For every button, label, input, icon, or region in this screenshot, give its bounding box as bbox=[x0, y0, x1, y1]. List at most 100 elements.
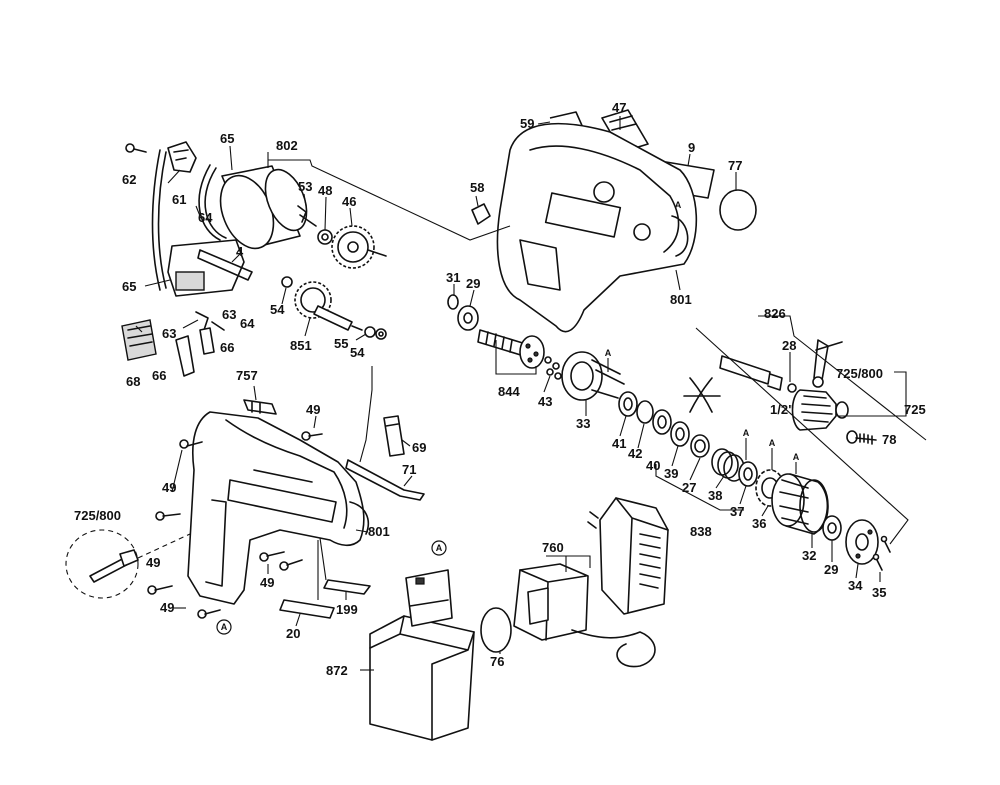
label-826: 826 bbox=[764, 306, 786, 321]
screws-49 bbox=[147, 431, 323, 619]
nameplate-77 bbox=[719, 189, 757, 231]
label-71: 71 bbox=[402, 462, 416, 477]
balls-43 bbox=[544, 356, 562, 380]
label-725-800-right: 725/800 bbox=[836, 366, 883, 381]
label-725-800-left: 725/800 bbox=[74, 508, 121, 523]
label-77: 77 bbox=[728, 158, 742, 173]
interference-filter-68 bbox=[121, 319, 157, 361]
label-41: 41 bbox=[612, 436, 626, 451]
bearing-29-lower bbox=[822, 515, 842, 541]
housing-half-801-upper bbox=[496, 122, 698, 333]
svg-text:A: A bbox=[605, 348, 612, 358]
ring-gear-33 bbox=[561, 351, 625, 401]
screw-78 bbox=[846, 430, 877, 445]
svg-text:A: A bbox=[793, 452, 800, 462]
cross-marker bbox=[683, 377, 721, 413]
svg-text:A: A bbox=[675, 200, 682, 210]
label-872: 872 bbox=[326, 663, 348, 678]
label-38: 38 bbox=[708, 488, 722, 503]
label-54-lower: 54 bbox=[350, 345, 365, 360]
adjusting-ring-32 bbox=[771, 473, 829, 535]
bracket-69 bbox=[383, 415, 405, 457]
label-29-upper: 29 bbox=[466, 276, 480, 291]
label-53: 53 bbox=[298, 179, 312, 194]
disc-39 bbox=[670, 421, 690, 447]
svg-text:A: A bbox=[743, 428, 750, 438]
spindle-844 bbox=[477, 329, 545, 369]
clip-58 bbox=[471, 203, 491, 225]
label-33: 33 bbox=[576, 416, 590, 431]
washer-54-lower bbox=[375, 328, 387, 340]
label-838: 838 bbox=[690, 524, 712, 539]
label-36: 36 bbox=[752, 516, 766, 531]
label-34: 34 bbox=[848, 578, 863, 593]
screw-62 bbox=[125, 143, 147, 153]
switch-4 bbox=[167, 239, 253, 297]
label-76: 76 bbox=[490, 654, 504, 669]
label-725: 725 bbox=[904, 402, 926, 417]
chuck-725 bbox=[791, 389, 849, 431]
ring-37 bbox=[738, 461, 758, 487]
marker-a-32: A bbox=[793, 452, 800, 462]
label-65-top: 65 bbox=[220, 131, 234, 146]
label-37: 37 bbox=[730, 504, 744, 519]
charger-760 bbox=[513, 497, 669, 668]
label-801-lower: 801 bbox=[368, 524, 390, 539]
ring-40 bbox=[652, 409, 672, 435]
label-20: 20 bbox=[286, 626, 300, 641]
spring-38 bbox=[711, 448, 745, 482]
label-49-bottom: 49 bbox=[160, 600, 174, 615]
svg-text:A: A bbox=[221, 622, 228, 632]
label-49-left: 49 bbox=[162, 480, 176, 495]
clip-71 bbox=[345, 459, 425, 501]
bearing-29-upper bbox=[457, 305, 479, 331]
marker-a-ring-gear: A bbox=[605, 348, 612, 358]
label-20 bbox=[279, 599, 335, 619]
label-844: 844 bbox=[498, 384, 520, 399]
label-757: 757 bbox=[236, 368, 258, 383]
label-199: 199 bbox=[336, 602, 358, 617]
label-29-lower: 29 bbox=[824, 562, 838, 577]
label-65-left: 65 bbox=[122, 279, 136, 294]
switch-knob-757 bbox=[243, 399, 277, 415]
leader-lines bbox=[135, 116, 927, 671]
svg-text:A: A bbox=[436, 543, 443, 553]
motor-802 bbox=[219, 165, 317, 250]
label-32: 32 bbox=[802, 548, 816, 563]
label-69: 69 bbox=[412, 440, 426, 455]
label-27: 27 bbox=[682, 480, 696, 495]
marker-a-housing: A bbox=[675, 200, 682, 210]
label-59: 59 bbox=[520, 116, 534, 131]
battery-label-76 bbox=[480, 607, 512, 653]
label-39: 39 bbox=[664, 466, 678, 481]
washer-27 bbox=[690, 434, 710, 458]
wire-harness-64 bbox=[151, 149, 227, 291]
label-63-right: 63 bbox=[222, 307, 236, 322]
label-64-right: 64 bbox=[240, 316, 255, 331]
label-9: 9 bbox=[688, 140, 695, 155]
part-labels: 802 65 62 61 64 4 65 63 63 64 66 66 68 5… bbox=[74, 100, 926, 678]
label-68: 68 bbox=[126, 374, 140, 389]
label-half-inch: 1/2" bbox=[770, 402, 794, 417]
label-62: 62 bbox=[122, 172, 136, 187]
battery-contact-66 bbox=[175, 327, 215, 377]
label-78: 78 bbox=[882, 432, 896, 447]
gear-shaft-851 bbox=[294, 281, 363, 331]
washer-54-upper bbox=[281, 276, 293, 288]
carrier-41 bbox=[618, 391, 638, 417]
planet-gear-42 bbox=[636, 400, 654, 424]
label-48: 48 bbox=[318, 183, 332, 198]
gear-flange-34 bbox=[845, 519, 879, 565]
label-47: 47 bbox=[612, 100, 626, 115]
chuck-key bbox=[812, 339, 843, 388]
label-66-right: 66 bbox=[220, 340, 234, 355]
label-49-top: 49 bbox=[306, 402, 320, 417]
label-35: 35 bbox=[872, 585, 886, 600]
label-43: 43 bbox=[538, 394, 552, 409]
label-40: 40 bbox=[646, 458, 660, 473]
label-64-top: 64 bbox=[198, 210, 213, 225]
label-760: 760 bbox=[542, 540, 564, 555]
chuck-arbor-28 bbox=[719, 355, 797, 393]
cable-clip-61 bbox=[167, 141, 197, 173]
